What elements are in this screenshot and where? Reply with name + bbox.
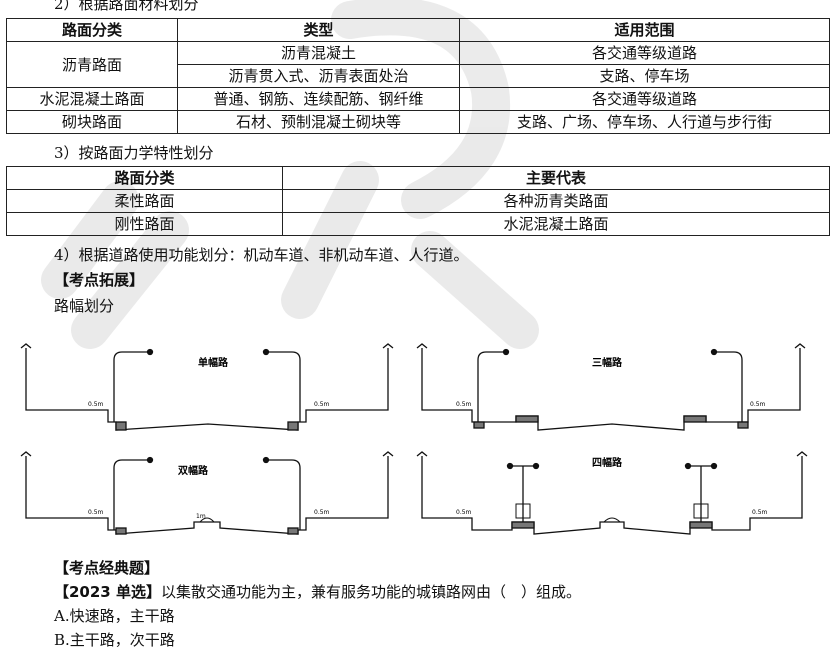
road-figure-single: 单幅路 0.5m 0.5m bbox=[18, 340, 398, 440]
question-tag: 【2023 单选】 bbox=[54, 583, 161, 601]
table-cell: 柔性路面 bbox=[6, 189, 283, 213]
option-b: B.主干路，次干路 bbox=[54, 631, 175, 649]
table-cell: 沥青混凝土 bbox=[177, 41, 460, 65]
table-header: 路面分类 bbox=[6, 18, 178, 42]
table-row: 沥青路面 沥青混凝土 各交通等级道路 bbox=[6, 41, 830, 88]
road-figure-triple: 三幅路 0.5m 0.5m bbox=[412, 340, 812, 440]
material-table: 路面分类 类型 适用范围 沥青路面 沥青混凝土 各交通等级道路 沥青贯入式、沥青… bbox=[6, 18, 830, 134]
table-row: 路面分类 主要代表 bbox=[6, 166, 830, 190]
table-cell: 水泥混凝土路面 bbox=[6, 87, 178, 111]
table-cell: 砌块路面 bbox=[6, 110, 178, 134]
table-cell: 沥青路面 bbox=[6, 41, 178, 88]
table-cell: 各种沥青类路面 bbox=[282, 189, 830, 213]
dimension-label: 0.5m bbox=[456, 509, 472, 516]
table-header: 路面分类 bbox=[6, 166, 283, 190]
dimension-label: 0.5m bbox=[750, 401, 766, 408]
option-a: A.快速路，主干路 bbox=[54, 607, 175, 625]
extension-heading: 【考点拓展】 bbox=[54, 271, 145, 289]
table-cell: 支路、停车场 bbox=[459, 64, 830, 88]
dimension-label: 0.5m bbox=[314, 401, 330, 408]
table-row: 刚性路面 水泥混凝土路面 bbox=[6, 212, 830, 236]
table-cell: 普通、钢筋、连续配筋、钢纤维 bbox=[177, 87, 460, 111]
table-cell: 沥青贯入式、沥青表面处治 bbox=[177, 64, 460, 88]
table-header: 适用范围 bbox=[459, 18, 830, 42]
table-cell: 各交通等级道路 bbox=[459, 87, 830, 111]
figure-label: 双幅路 bbox=[178, 464, 209, 477]
extension-subheading: 路幅划分 bbox=[54, 297, 115, 315]
table-row: 水泥混凝土路面 普通、钢筋、连续配筋、钢纤维 各交通等级道路 bbox=[6, 87, 830, 111]
question: 【2023 单选】以集散交通功能为主，兼有服务功能的城镇路网由（ ）组成。 bbox=[54, 583, 581, 601]
table-row: 路面分类 类型 适用范围 bbox=[6, 18, 830, 42]
table-header: 主要代表 bbox=[282, 166, 830, 190]
table-row: 砌块路面 石材、预制混凝土砌块等 支路、广场、停车场、人行道与步行街 bbox=[6, 110, 830, 134]
dimension-label: 0.5m bbox=[752, 509, 768, 516]
table-cell: 支路、广场、停车场、人行道与步行街 bbox=[459, 110, 830, 134]
dimension-label: 0.5m bbox=[314, 509, 330, 516]
mechanics-table: 路面分类 主要代表 柔性路面 各种沥青类路面 刚性路面 水泥混凝土路面 bbox=[6, 166, 830, 236]
dimension-label: 0.5m bbox=[456, 401, 472, 408]
road-figure-double: 双幅路 1m 0.5m 0.5m bbox=[18, 448, 398, 548]
figure-label: 四幅路 bbox=[592, 456, 623, 469]
section-2-heading: 2）根据路面材料划分 bbox=[54, 0, 199, 13]
question-text: 以集散交通功能为主，兼有服务功能的城镇路网由（ ）组成。 bbox=[160, 583, 581, 601]
table-cell: 刚性路面 bbox=[6, 212, 283, 236]
table-header: 类型 bbox=[177, 18, 460, 42]
figure-label: 单幅路 bbox=[198, 356, 229, 369]
table-row: 柔性路面 各种沥青类路面 bbox=[6, 189, 830, 213]
table-cell: 石材、预制混凝土砌块等 bbox=[177, 110, 460, 134]
table-row: 沥青贯入式、沥青表面处治 支路、停车场 bbox=[7, 64, 830, 88]
dimension-label: 0.5m bbox=[88, 509, 104, 516]
table-cell: 各交通等级道路 bbox=[459, 41, 830, 65]
section-3-heading: 3）按路面力学特性划分 bbox=[54, 144, 214, 162]
section-4-text: 4）根据道路使用功能划分：机动车道、非机动车道、人行道。 bbox=[54, 246, 469, 264]
dimension-label: 0.5m bbox=[88, 401, 104, 408]
road-figure-quad: 四幅路 0.5m 0.5m bbox=[412, 448, 812, 548]
classic-heading: 【考点经典题】 bbox=[54, 559, 160, 577]
figure-label: 三幅路 bbox=[592, 356, 623, 369]
table-cell: 水泥混凝土路面 bbox=[282, 212, 830, 236]
dimension-label: 1m bbox=[196, 513, 206, 520]
